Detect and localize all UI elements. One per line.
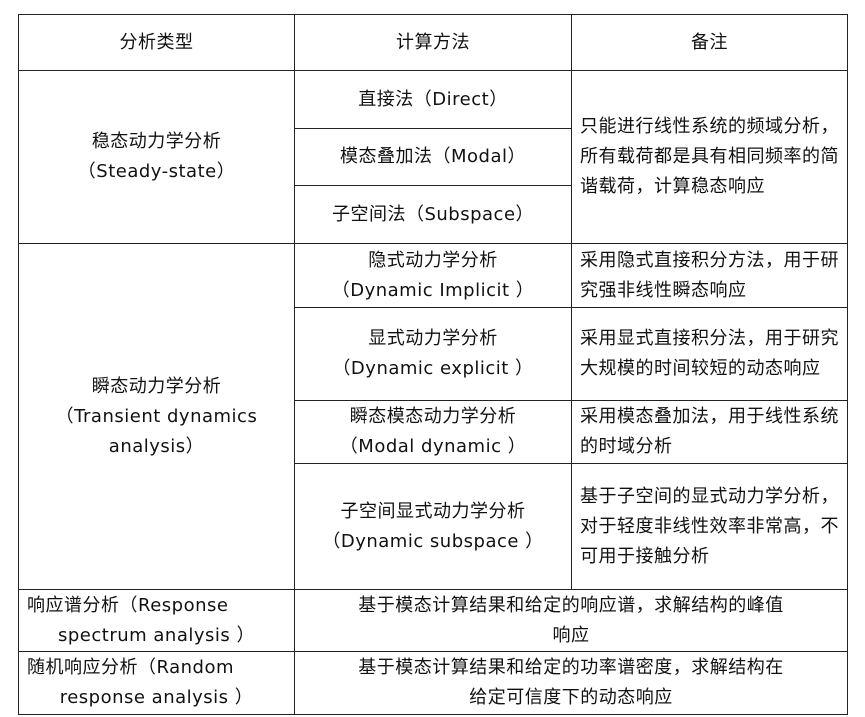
table-row: 响应谱分析（Response spectrum analysis ） 基于模态计…	[18, 589, 848, 652]
random-response-note: 基于模态计算结果和给定的功率谱密度，求解结构在 给定可信度下的动态响应	[294, 651, 848, 715]
response-spectrum-note-2: 响应	[552, 624, 590, 646]
response-spectrum-note: 基于模态计算结果和给定的响应谱，求解结构的峰值 响应	[294, 589, 848, 652]
header-note: 备注	[571, 14, 848, 71]
analysis-types-table: 分析类型 计算方法 备注 稳态动力学分析 （Steady-state） 直接法（…	[18, 14, 848, 715]
explicit-method-en: （Dynamic explicit ）	[332, 358, 534, 379]
transient-method-implicit: 隐式动力学分析 （Dynamic Implicit ）	[294, 243, 572, 308]
response-spectrum-type: 响应谱分析（Response spectrum analysis ）	[18, 589, 295, 652]
random-response-type: 随机响应分析（Random response analysis ）	[18, 651, 295, 715]
table-row: 显式动力学分析 （Dynamic explicit ） 采用显式直接积分法，用于…	[19, 307, 848, 401]
modal-dynamic-method-cn: 瞬态模态动力学分析	[349, 406, 517, 427]
modal-dynamic-note: 采用模态叠加法，用于线性系统的时域分析	[571, 400, 848, 464]
table-row: 稳态动力学分析 （Steady-state） 直接法（Direct） 只能进行线…	[18, 70, 848, 244]
table-row: 随机响应分析（Random response analysis ） 基于模态计算…	[18, 651, 848, 715]
steady-type-en: （Steady-state）	[77, 161, 236, 182]
steady-method-subspace: 子空间法（Subspace）	[294, 185, 572, 244]
steady-note: 只能进行线性系统的频域分析，所有载荷都是具有相同频率的简谐载荷，计算稳态响应	[571, 70, 848, 244]
random-response-note-1: 基于模态计算结果和给定的功率谱密度，求解结构在	[358, 657, 784, 678]
table-row: 子空间显式动力学分析 （Dynamic subspace ） 基于子空间的显式动…	[19, 463, 848, 590]
response-spectrum-note-1: 基于模态计算结果和给定的响应谱，求解结构的峰值	[358, 594, 784, 616]
dynamic-subspace-method-en: （Dynamic subspace ）	[322, 530, 544, 552]
transient-type-en-2: analysis）	[108, 435, 205, 457]
steady-type-cell: 稳态动力学分析 （Steady-state）	[18, 70, 295, 244]
dynamic-subspace-method-cn: 子空间显式动力学分析	[340, 500, 526, 522]
dynamic-subspace-note: 基于子空间的显式动力学分析，对于轻度非线性效率非常高，不可用于接触分析	[571, 463, 848, 590]
steady-type-cn: 稳态动力学分析	[91, 131, 222, 152]
implicit-method-en: （Dynamic Implicit ）	[331, 279, 535, 301]
transient-method-explicit: 显式动力学分析 （Dynamic explicit ）	[294, 307, 572, 401]
random-response-type-1: 随机响应分析（Random	[27, 657, 235, 678]
transient-method-dynamic-subspace: 子空间显式动力学分析 （Dynamic subspace ）	[294, 463, 572, 590]
implicit-note: 采用隐式直接积分方法，用于研究强非线性瞬态响应	[571, 243, 848, 308]
transient-method-modal-dynamic: 瞬态模态动力学分析 （Modal dynamic ）	[294, 400, 572, 464]
response-spectrum-type-2: spectrum analysis ）	[58, 624, 255, 646]
steady-method-direct: 直接法（Direct）	[294, 70, 572, 129]
table-row: 模态叠加法（Modal）	[19, 128, 848, 186]
response-spectrum-type-1: 响应谱分析（Response	[27, 594, 229, 616]
explicit-method-cn: 显式动力学分析	[368, 328, 498, 349]
random-response-type-2: response analysis ）	[59, 687, 254, 708]
table-row: 瞬态模态动力学分析 （Modal dynamic ） 采用模态叠加法，用于线性系…	[19, 400, 848, 464]
header-row: 分析类型 计算方法 备注	[18, 14, 848, 71]
steady-method-modal: 模态叠加法（Modal）	[294, 128, 572, 186]
table-row: 瞬态动力学分析 （Transient dynamics analysis） 隐式…	[18, 243, 848, 590]
implicit-method-cn: 隐式动力学分析	[368, 249, 498, 271]
modal-dynamic-method-en: （Modal dynamic ）	[339, 436, 527, 457]
header-analysis-type: 分析类型	[18, 14, 295, 71]
transient-type-en-1: （Transient dynamics	[55, 405, 258, 427]
random-response-note-2: 给定可信度下的动态响应	[469, 687, 673, 708]
header-method: 计算方法	[294, 14, 572, 71]
explicit-note: 采用显式直接积分法，用于研究大规模的时间较短的动态响应	[571, 307, 848, 401]
table-row: 子空间法（Subspace）	[19, 185, 848, 244]
transient-type-cell: 瞬态动力学分析 （Transient dynamics analysis）	[18, 243, 295, 590]
transient-type-cn: 瞬态动力学分析	[91, 375, 222, 397]
